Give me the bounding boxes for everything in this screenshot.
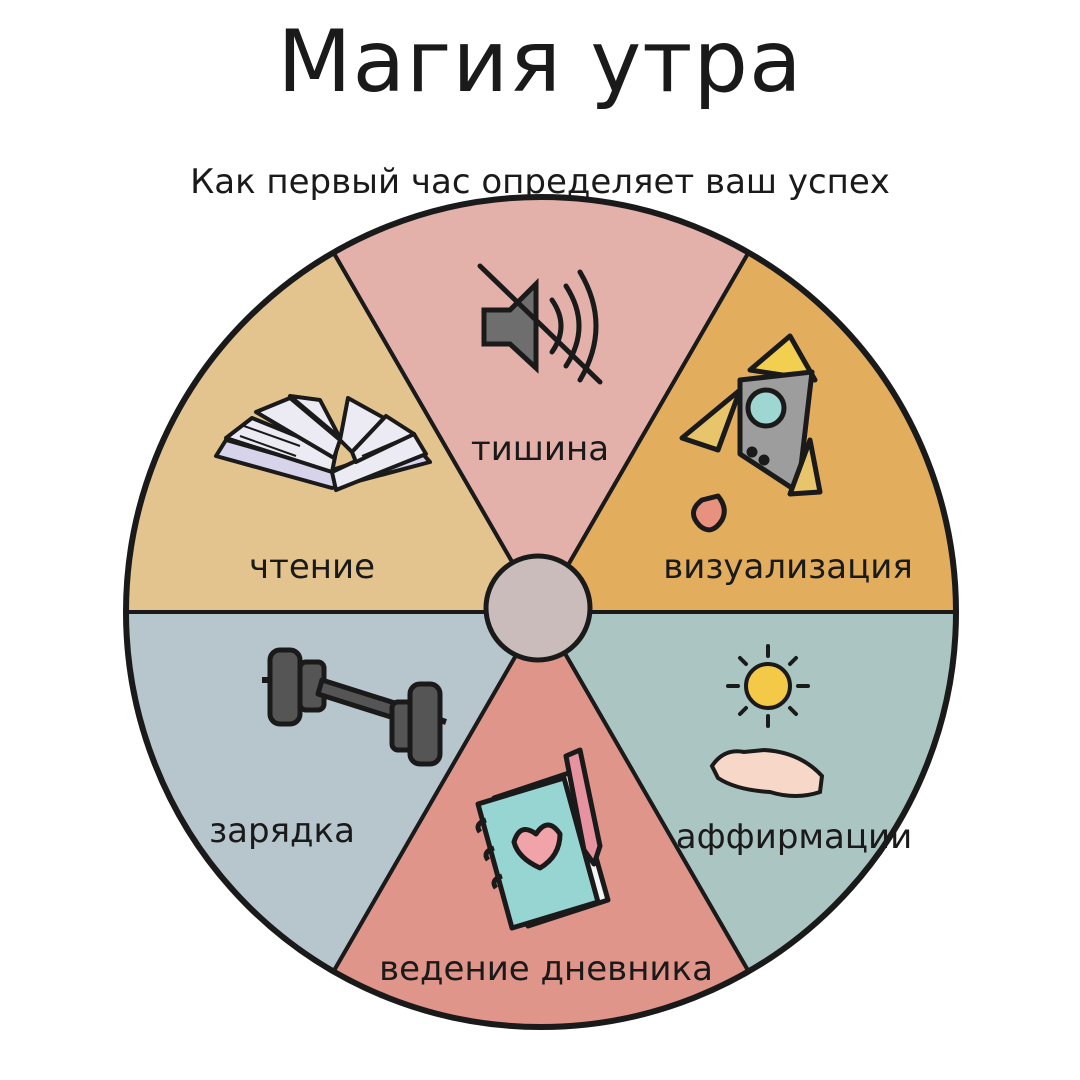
label-exercise: зарядка bbox=[209, 811, 355, 851]
page-title: Магия утра bbox=[277, 12, 803, 112]
label-journaling: ведение дневника bbox=[379, 949, 713, 989]
journal-with-pen-icon bbox=[475, 747, 611, 931]
wheel-outline bbox=[123, 194, 959, 1030]
label-visualization: визуализация bbox=[663, 547, 913, 587]
open-book-icon bbox=[214, 394, 432, 492]
dumbbell-icon bbox=[262, 647, 447, 767]
label-reading: чтение bbox=[249, 547, 375, 587]
label-silence: тишина bbox=[471, 429, 609, 469]
sun-and-hand-icon bbox=[709, 644, 825, 798]
wheel-hub bbox=[483, 553, 593, 663]
rocket-icon bbox=[679, 333, 823, 533]
label-affirmations: аффирмации bbox=[676, 817, 912, 857]
muted-speaker-icon bbox=[477, 263, 603, 385]
